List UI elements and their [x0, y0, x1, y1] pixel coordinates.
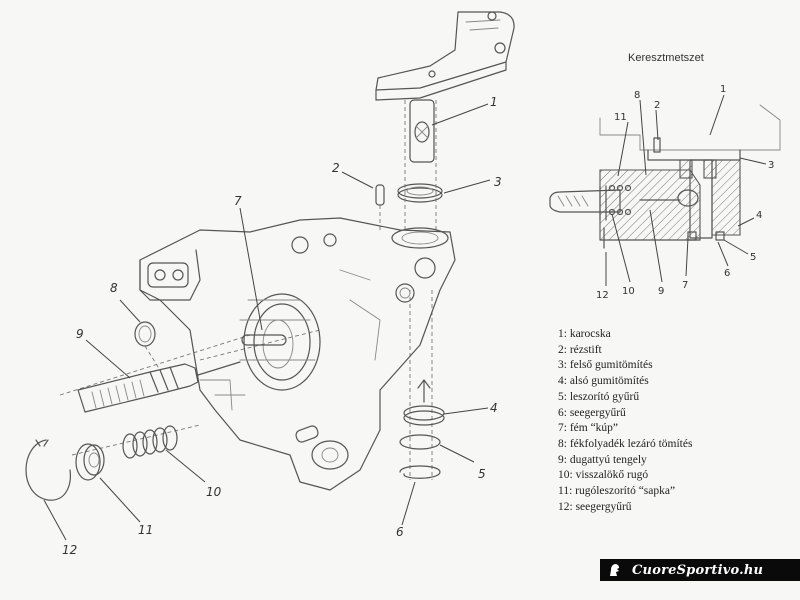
- section-label-12: 12: [596, 290, 609, 301]
- parts-legend: 1: karocska 2: rézstift 3: felső gumitöm…: [558, 327, 692, 515]
- circlip-part: [25, 439, 71, 501]
- section-label-3: 3: [768, 160, 774, 171]
- section-label-4: 4: [756, 210, 762, 221]
- lever-part: [375, 11, 515, 163]
- legend-item: 6: seegergyűrű: [558, 406, 626, 419]
- legend-item: 11: rugóleszorító “sapka”: [558, 485, 676, 498]
- fluid-seal-part: [134, 321, 161, 371]
- piston-shaft-part: [77, 361, 241, 413]
- cross-section-title: Keresztmetszet: [628, 52, 704, 64]
- label-11: 11: [138, 523, 153, 537]
- brand-text: CuoreSportivo.hu: [632, 562, 764, 578]
- label-7: 7: [234, 194, 242, 208]
- legend-item: 1: karocska: [558, 328, 611, 340]
- section-label-8: 8: [634, 90, 640, 101]
- upper-seal-part: [397, 183, 443, 203]
- legend-item: 2: rézstift: [558, 343, 602, 356]
- legend-item: 8: fékfolyadék lezáró tömítés: [558, 437, 693, 450]
- brand-banner: CuoreSportivo.hu: [600, 559, 800, 581]
- section-label-11: 11: [614, 112, 627, 123]
- lower-seal-stack: [399, 379, 445, 479]
- lion-emblem-icon: [610, 564, 619, 576]
- label-3: 3: [494, 175, 502, 189]
- section-label-10: 10: [622, 286, 635, 297]
- label-5: 5: [478, 467, 486, 481]
- label-8: 8: [110, 281, 118, 295]
- legend-item: 7: fém “kúp”: [558, 422, 619, 435]
- legend-item: 5: leszorító gyűrű: [558, 390, 640, 403]
- section-label-7: 7: [682, 280, 688, 291]
- section-label-2: 2: [654, 100, 660, 111]
- section-label-9: 9: [658, 286, 664, 297]
- return-spring-part: [122, 425, 178, 459]
- leader-lines: [43, 103, 491, 541]
- label-10: 10: [206, 485, 222, 499]
- cross-section: 8 2 11 1 3 4 5 6 7 9 10 12: [549, 84, 781, 301]
- legend-item: 4: alsó gumitömítés: [558, 375, 649, 388]
- label-1: 1: [490, 95, 498, 109]
- label-4: 4: [490, 401, 498, 415]
- legend-item: 3: felső gumitömítés: [558, 359, 653, 372]
- legend-item: 12: seegergyűrű: [558, 500, 632, 513]
- label-9: 9: [76, 327, 84, 341]
- label-2: 2: [332, 161, 340, 175]
- housing-body: [139, 217, 456, 491]
- legend-item: 9: dugattyú tengely: [558, 453, 647, 466]
- section-label-5: 5: [750, 252, 756, 263]
- section-label-6: 6: [724, 268, 730, 279]
- label-12: 12: [62, 543, 77, 557]
- label-6: 6: [396, 525, 404, 539]
- section-label-1: 1: [720, 84, 726, 95]
- legend-item: 10: visszalökő rugó: [558, 469, 649, 482]
- exploded-number-labels: 1 2 3 7 8 9 4 5 6 10 11 12: [62, 95, 502, 557]
- spring-cap-part: [75, 443, 105, 481]
- pin-part: [375, 184, 385, 232]
